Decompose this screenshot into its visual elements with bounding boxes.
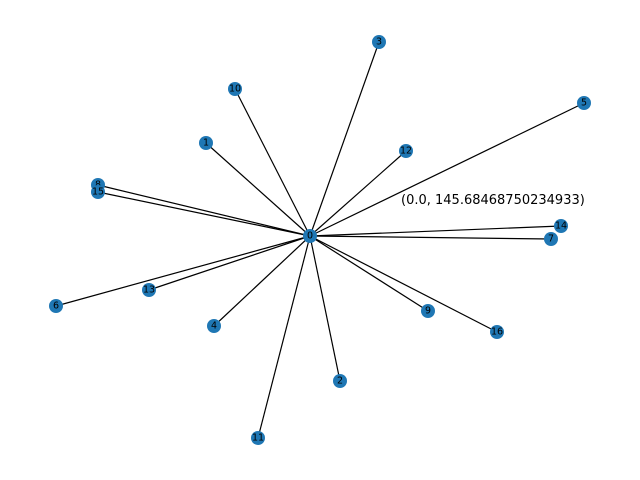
node-11: 11 (251, 431, 265, 445)
node-label-14: 14 (555, 221, 567, 232)
node-label-12: 12 (400, 146, 412, 157)
edge-0-12 (309, 150, 407, 237)
node-7: 7 (544, 232, 558, 246)
edge-0-13 (148, 235, 311, 291)
node-circle-0 (303, 229, 317, 243)
edge-0-5 (309, 102, 585, 237)
node-circle-7 (544, 232, 558, 246)
coordinate-annotation: (0.0, 145.68468750234933) (401, 193, 585, 208)
edge-0-2 (309, 235, 341, 382)
node-12: 12 (399, 144, 413, 158)
edge-0-3 (309, 41, 380, 237)
node-label-5: 5 (581, 98, 587, 109)
node-label-16: 16 (491, 327, 503, 338)
node-circle-3 (372, 35, 386, 49)
node-circle-13 (142, 283, 156, 297)
node-label-0: 0 (307, 231, 313, 242)
node-label-10: 10 (229, 84, 241, 95)
node-16: 16 (490, 325, 504, 339)
node-14: 14 (554, 219, 568, 233)
node-13: 13 (142, 283, 156, 297)
node-3: 3 (372, 35, 386, 49)
node-6: 6 (49, 299, 63, 313)
node-2: 2 (333, 374, 347, 388)
node-circle-10 (228, 82, 242, 96)
node-label-15: 15 (92, 187, 104, 198)
node-1: 1 (199, 136, 213, 150)
node-circle-1 (199, 136, 213, 150)
node-circle-11 (251, 431, 265, 445)
edge-0-15 (97, 191, 311, 237)
edge-0-11 (257, 235, 311, 439)
node-circle-16 (490, 325, 504, 339)
node-circle-15 (91, 185, 105, 199)
edge-0-10 (234, 88, 311, 237)
node-label-9: 9 (425, 306, 431, 317)
edge-0-7 (309, 235, 552, 240)
node-9: 9 (421, 304, 435, 318)
node-circle-9 (421, 304, 435, 318)
node-circle-5 (577, 96, 591, 110)
node-label-11: 11 (252, 433, 264, 444)
node-label-4: 4 (211, 321, 217, 332)
node-0: 0 (303, 229, 317, 243)
edge-0-16 (309, 235, 498, 333)
node-label-1: 1 (203, 138, 209, 149)
edge-0-1 (205, 142, 311, 237)
node-circle-12 (399, 144, 413, 158)
node-circle-4 (207, 319, 221, 333)
edge-0-4 (213, 235, 311, 327)
node-label-13: 13 (143, 285, 155, 296)
nodes-layer: 012345678910111213141516 (49, 35, 591, 445)
edge-0-8 (97, 184, 311, 237)
node-5: 5 (577, 96, 591, 110)
edges-layer (55, 41, 585, 439)
node-15: 15 (91, 185, 105, 199)
edge-0-14 (309, 225, 562, 237)
node-10: 10 (228, 82, 242, 96)
node-label-2: 2 (337, 376, 343, 387)
node-4: 4 (207, 319, 221, 333)
node-label-3: 3 (376, 37, 382, 48)
node-label-6: 6 (53, 301, 59, 312)
edge-0-6 (55, 235, 311, 307)
node-circle-2 (333, 374, 347, 388)
node-label-7: 7 (548, 234, 554, 245)
node-circle-14 (554, 219, 568, 233)
edge-0-9 (309, 235, 429, 312)
node-circle-6 (49, 299, 63, 313)
